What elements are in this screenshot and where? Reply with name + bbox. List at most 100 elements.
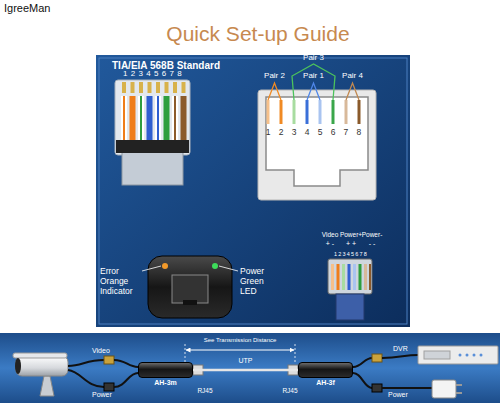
device-label: AH-3m [127, 379, 204, 387]
connector-stripe [348, 264, 351, 290]
connector-stripe [364, 264, 367, 290]
jack-pin [319, 100, 322, 124]
device-label: AH-3f [287, 379, 364, 387]
gold-contact [156, 82, 160, 93]
dvr-light [466, 354, 469, 357]
adapter-prong [456, 384, 462, 386]
dvr-light [480, 354, 483, 357]
pin-numbers: 12345678 [114, 69, 194, 78]
panel-border [99, 58, 407, 324]
wire-stripe [123, 96, 125, 140]
page-title: Quick Set-up Guide [128, 22, 388, 46]
dimension-tick [295, 344, 296, 362]
wire-blue [147, 96, 153, 140]
jack-pin [358, 100, 361, 124]
dvr-body [418, 346, 498, 364]
camera-lens [15, 358, 21, 374]
rj45-end [193, 365, 203, 375]
connector-stripe [337, 264, 340, 290]
dimension-tick [185, 344, 186, 362]
plug-boot [122, 150, 183, 185]
pair-name: Pair 3 [294, 53, 334, 62]
wire-stripe [140, 96, 142, 140]
signal-name: Power [92, 391, 112, 399]
signal-name: Power [388, 391, 408, 399]
socket-notch [183, 300, 197, 305]
orange-led [162, 263, 168, 269]
pair-bracket [346, 83, 359, 100]
connector-cable [336, 294, 364, 320]
polarity-sign: - - [360, 240, 384, 248]
connector-stripe [331, 264, 334, 290]
wire-white-green [138, 96, 144, 140]
watermark: IgreeMan [4, 2, 50, 15]
balun-box: AH-3m [138, 362, 193, 378]
dvr-light [459, 354, 462, 357]
gold-contact [173, 82, 177, 93]
balun-box: AH-3f [298, 362, 353, 378]
video-cable [353, 358, 372, 367]
signal-name: Power- [360, 231, 384, 238]
pair-bracket [307, 83, 320, 100]
connector-name: RJ45 [190, 387, 220, 394]
crimp-band [116, 140, 189, 153]
power-cable [114, 373, 138, 387]
pinout-connector [328, 259, 372, 320]
rj45-plug [115, 80, 190, 185]
video-cable [114, 360, 138, 367]
dvr-panel [424, 351, 450, 359]
jack-pin [293, 100, 296, 124]
wire-stripe [174, 96, 176, 140]
jack-pin [345, 100, 348, 124]
leader-line [219, 266, 238, 271]
power-cable [382, 387, 432, 389]
wire-stripe [157, 96, 159, 140]
indicator-note: Power Green LED [240, 266, 280, 297]
indicator-device [142, 256, 238, 318]
pair-bracket [268, 83, 281, 100]
power-cable [68, 370, 104, 387]
jack-pin [267, 100, 270, 124]
green-led [212, 263, 218, 269]
cable-label: UTP [226, 357, 266, 365]
wire-white-brown [172, 96, 178, 140]
pair-bracket [292, 64, 335, 100]
connector-name: RJ45 [275, 387, 305, 394]
jack-pin [280, 100, 283, 124]
signal-name: Power+ [339, 231, 363, 238]
power-plug [372, 384, 382, 392]
connector-stripe [369, 264, 371, 290]
setup-band [0, 333, 500, 403]
camera-body [16, 356, 68, 376]
video-cable [382, 355, 418, 358]
device-body [148, 256, 232, 318]
camera [13, 353, 68, 396]
rj45-end [288, 365, 298, 375]
plug-body [115, 80, 190, 155]
dvr-device [418, 346, 498, 364]
wire-orange [130, 96, 136, 140]
wire-brown [181, 96, 187, 140]
connector-body [328, 259, 372, 294]
jack-pin [332, 100, 335, 124]
polarity-sign: + + [339, 240, 363, 248]
pin-numbers: 1 2 3 4 5 6 7 8 [255, 128, 375, 138]
distance-note: See Transmission Distance [185, 337, 295, 344]
power-adapter [432, 380, 462, 398]
pair-name: Pair 4 [335, 71, 371, 80]
video-cable [68, 360, 104, 366]
jack-pin [306, 100, 309, 124]
adapter-prong [456, 392, 462, 394]
wire-white-orange [121, 96, 127, 140]
pin-numbers: 12345678 [326, 251, 376, 257]
leader-line [142, 266, 161, 271]
power-cable [353, 373, 372, 388]
pair-name: Pair 2 [257, 71, 293, 80]
gold-contact [182, 82, 186, 93]
connector-stripe [359, 264, 362, 290]
jack-opening [266, 97, 368, 186]
indicator-note: Error Orange Indicator [100, 266, 146, 297]
blue-panel [96, 55, 410, 327]
